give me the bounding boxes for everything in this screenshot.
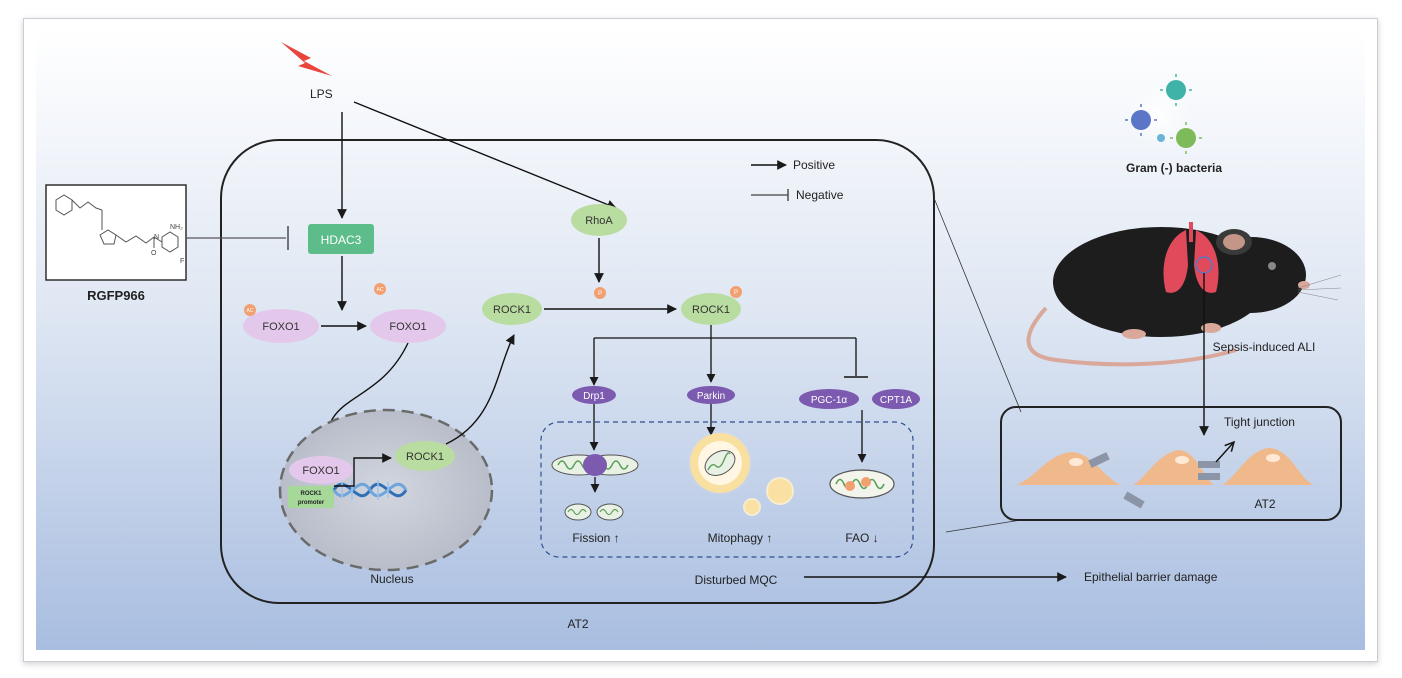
rgfp966-atom-f: F [180, 258, 184, 265]
at2-inset-box [1000, 406, 1342, 521]
drp1-node [572, 386, 616, 404]
legend-negative-label: Negative [796, 188, 844, 202]
rock1-promoter-text-1: ROCK1 [300, 491, 322, 497]
tight-junction-label: Tight junction [1224, 415, 1295, 429]
cpt1a-node [872, 389, 920, 409]
foxo1-node [370, 309, 446, 343]
phospho-badge-free [594, 287, 606, 299]
foxo1-acetylated-label: FOXO1 [262, 321, 299, 333]
epithelial-barrier-label: Epithelial barrier damage [1084, 570, 1218, 584]
rock1-promoter-box [288, 486, 334, 508]
gram-negative-label: Gram (-) bacteria [1126, 161, 1222, 175]
phospho-badge-free-label: P [598, 291, 602, 297]
foxo1-nucleus-node [289, 456, 353, 484]
tight-junction-arrow [1215, 442, 1234, 463]
rgfp966-atom-nh2: NH₂ [170, 224, 183, 231]
cpt1a-label: CPT1A [880, 395, 913, 406]
rgfp966-atom-o: O [151, 250, 157, 257]
drp1-label: Drp1 [583, 391, 605, 402]
fission-mitochondria-icon [551, 454, 639, 521]
rock1-node [482, 293, 542, 325]
mitophagy-label: Mitophagy ↑ [708, 531, 773, 545]
ac-badge-1-label: AC [247, 308, 254, 314]
rgfp966-atom-n: N [154, 234, 159, 241]
zoom-line-bottom [945, 519, 1022, 533]
hdac3-node [308, 224, 374, 254]
rgfp966-structure [55, 194, 179, 253]
foxo1-nucleus-label: FOXO1 [302, 465, 339, 477]
nucleus-to-rock1-arrow [445, 334, 515, 445]
rock1-phospho-node [681, 293, 741, 325]
diagram-canvas: LPS AT2 Positive Negative NH₂ N O F RGFP… [36, 30, 1365, 650]
rock1-nucleus-label: ROCK1 [406, 451, 444, 463]
mqc-dashed-box [540, 421, 914, 558]
rock1-label: ROCK1 [493, 304, 531, 316]
at2-cells-icon [1016, 448, 1314, 509]
mitophagy-icon [687, 430, 794, 516]
rock1-phospho-label: ROCK1 [692, 304, 730, 316]
bacteria-icon [1125, 74, 1202, 154]
parkin-label: Parkin [697, 391, 725, 402]
sepsis-label: Sepsis-induced ALI [1213, 340, 1316, 354]
lightning-icon [281, 42, 332, 76]
rock1-nucleus-node [395, 441, 455, 471]
rgfp966-box [45, 184, 187, 281]
at2-cell-membrane [220, 139, 935, 604]
at2-inset-label: AT2 [1254, 497, 1275, 511]
phospho-badge-rock1 [730, 286, 742, 298]
foxo1-acetylated-node [243, 309, 319, 343]
disturbed-mqc-label: Disturbed MQC [695, 573, 778, 587]
ac-badge-1 [244, 304, 256, 316]
nucleus-label: Nucleus [370, 572, 413, 586]
lps-to-rhoa-arrow [353, 101, 617, 210]
parkin-node [687, 386, 735, 404]
rock1-promoter-text-2: promoter [298, 500, 325, 506]
legend-positive-label: Positive [793, 158, 835, 172]
foxo1-label: FOXO1 [389, 321, 426, 333]
hdac3-label: HDAC3 [321, 233, 362, 247]
lps-label: LPS [310, 87, 333, 101]
pgc1a-node [799, 389, 859, 409]
phospho-badge-rock1-label: P [734, 290, 738, 296]
fao-label: FAO ↓ [845, 531, 878, 545]
at2-cell-label: AT2 [567, 617, 588, 631]
ac-badge-free-label: AC [377, 287, 384, 293]
fao-mitochondria-icon [829, 469, 895, 499]
zoom-line-top [933, 197, 1022, 413]
ac-badge-free [374, 283, 386, 295]
dna-helix-icon [332, 480, 408, 500]
rhoa-label: RhoA [585, 215, 613, 227]
mouse-icon [1026, 222, 1342, 367]
pgc1a-label: PGC-1α [811, 395, 848, 406]
fission-label: Fission ↑ [572, 531, 619, 545]
rhoa-node [571, 204, 627, 236]
rgfp966-label: RGFP966 [87, 288, 145, 303]
transcription-arrow [334, 453, 392, 487]
